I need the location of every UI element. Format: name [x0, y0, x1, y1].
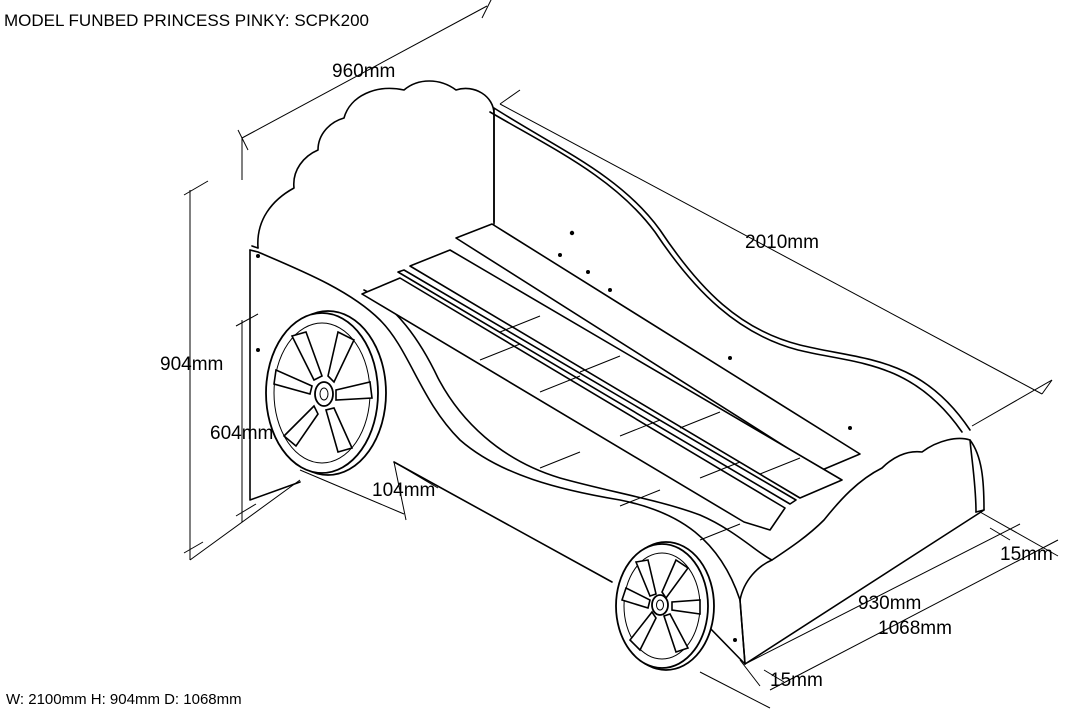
- model-title: MODEL FUNBED PRINCESS PINKY: SCPK200: [4, 11, 369, 30]
- slats: [361, 223, 861, 541]
- dim-side-thickness-bottom: 15mm: [770, 670, 823, 691]
- dim-height-total: 904mm: [160, 354, 223, 375]
- rear-wheel: [615, 541, 715, 671]
- dim-width-top: 960mm: [332, 61, 395, 82]
- screw-dots: [256, 230, 852, 642]
- dim-wheel-offset: 104mm: [372, 480, 435, 501]
- front-wheel: [265, 310, 387, 476]
- dimension-lines: [183, 0, 1059, 709]
- dim-length: 2010mm: [745, 232, 819, 253]
- dim-outer-width: 1068mm: [878, 618, 952, 639]
- dim-side-thickness-right: 15mm: [1000, 544, 1053, 565]
- bed-body: [249, 80, 985, 665]
- footer-dimensions: W: 2100mm H: 904mm D: 1068mm: [6, 691, 242, 708]
- dim-height-side: 604mm: [210, 423, 273, 444]
- dim-inner-width: 930mm: [858, 593, 921, 614]
